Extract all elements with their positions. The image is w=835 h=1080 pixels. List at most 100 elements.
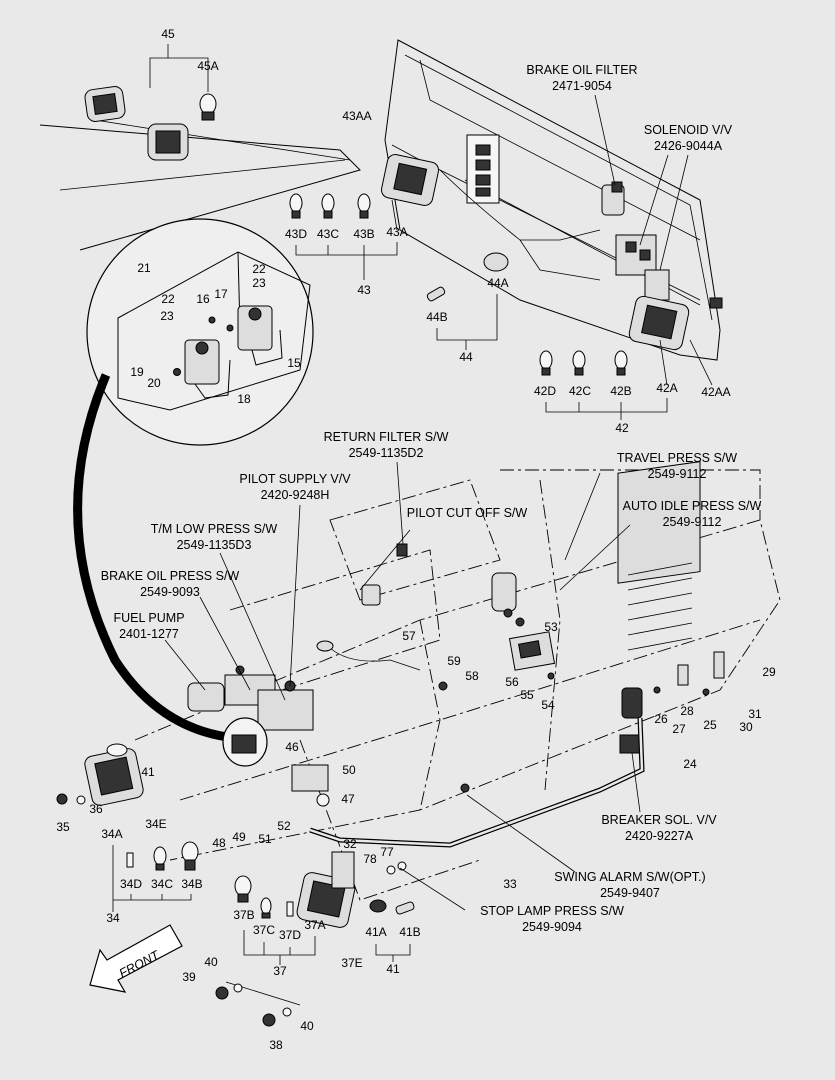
callout-53: 53 (544, 620, 558, 634)
label-pilot-cut-off-sw: PILOT CUT OFF S/W (407, 506, 528, 520)
leader-lines (164, 94, 689, 911)
callout-43a: 43A (386, 225, 407, 239)
label-tm-low-press-sw-line-0: T/M LOW PRESS S/W (151, 522, 278, 536)
label-swing-alarm-sw-line-0: SWING ALARM S/W(OPT.) (554, 870, 705, 884)
front-direction-arrow: FRONT (89, 924, 183, 993)
callout-33: 33 (503, 877, 517, 891)
label-solenoid-vv-line-1: 2426-9044A (654, 139, 723, 153)
callout-45a: 45A (197, 59, 218, 73)
label-tm-low-press-sw: T/M LOW PRESS S/W 2549-1135D3 (151, 522, 278, 552)
callout-32: 32 (343, 837, 357, 851)
label-solenoid-vv: SOLENOID V/V 2426-9044A (644, 123, 733, 153)
callout-42aa: 42AA (701, 385, 730, 399)
callout-42: 42 (615, 421, 629, 435)
callout-19: 19 (130, 365, 144, 379)
callout-34a: 34A (101, 827, 122, 841)
callout-44b: 44B (426, 310, 447, 324)
callout-41b: 41B (399, 925, 420, 939)
callout-43b: 43B (353, 227, 374, 241)
callout-27: 27 (672, 722, 686, 736)
label-auto-idle-press-sw-line-0: AUTO IDLE PRESS S/W (623, 499, 762, 513)
callout-24: 24 (683, 757, 697, 771)
callout-42d: 42D (534, 384, 556, 398)
work-lamp-assembly (39, 44, 361, 251)
callout-44: 44 (459, 350, 473, 364)
bulb-group-42 (539, 339, 713, 420)
label-swing-alarm-sw-line-1: 2549-9407 (600, 886, 660, 900)
callout-34b: 34B (181, 877, 202, 891)
callout-55: 55 (520, 688, 534, 702)
label-brake-oil-press-sw-line-0: BRAKE OIL PRESS S/W (101, 569, 240, 583)
callout-47: 47 (341, 792, 355, 806)
callout-30: 30 (739, 720, 753, 734)
label-tm-low-press-sw-line-1: 2549-1135D3 (177, 538, 252, 552)
callout-37e: 37E (341, 956, 362, 970)
callout-50: 50 (342, 763, 356, 777)
callout-46: 46 (285, 740, 299, 754)
callout-58: 58 (465, 669, 479, 683)
callout-56: 56 (505, 675, 519, 689)
callout-41: 41 (141, 765, 155, 779)
label-swing-alarm-sw: SWING ALARM S/W(OPT.) 2549-9407 (554, 870, 705, 900)
label-pilot-cut-off-sw-line-0: PILOT CUT OFF S/W (407, 506, 528, 520)
callout-36: 36 (89, 802, 103, 816)
lamp-group-34 (56, 743, 199, 912)
callout-54: 54 (541, 698, 555, 712)
callout-42a: 42A (656, 381, 677, 395)
callout-43d: 43D (285, 227, 307, 241)
callout-37c: 37C (253, 923, 275, 937)
callout-22: 22 (252, 262, 266, 276)
label-return-filter-sw-line-1: 2549-1135D2 (349, 446, 424, 460)
callout-78: 78 (363, 852, 377, 866)
callout-34e: 34E (145, 817, 166, 831)
label-fuel-pump-line-0: FUEL PUMP (113, 611, 184, 625)
label-pilot-supply-vv-line-0: PILOT SUPPLY V/V (239, 472, 351, 486)
label-pilot-supply-vv: PILOT SUPPLY V/V 2420-9248H (239, 472, 351, 502)
label-pilot-supply-vv-line-1: 2420-9248H (261, 488, 330, 502)
callout-41a: 41A (365, 925, 386, 939)
relay-detail-circle (86, 218, 314, 446)
callout-17: 17 (214, 287, 228, 301)
callout-44a: 44A (487, 276, 508, 290)
label-brake-oil-press-sw-line-1: 2549-9093 (140, 585, 200, 599)
label-travel-press-sw-line-0: TRAVEL PRESS S/W (617, 451, 737, 465)
callout-38: 38 (269, 1038, 283, 1052)
callout-37: 37 (273, 964, 287, 978)
label-brake-oil-press-sw: BRAKE OIL PRESS S/W 2549-9093 (101, 569, 240, 599)
callout-26: 26 (654, 712, 668, 726)
callout-48: 48 (212, 836, 226, 850)
callout-51: 51 (258, 832, 272, 846)
callout-15: 15 (287, 356, 301, 370)
callout-42c: 42C (569, 384, 591, 398)
lamp-group-37 (234, 851, 415, 965)
callout-41: 41 (386, 962, 400, 976)
label-travel-press-sw-line-1: 2549-9112 (648, 467, 707, 481)
callout-22: 22 (161, 292, 175, 306)
label-stop-lamp-press-sw-line-1: 2549-9094 (522, 920, 582, 934)
label-fuel-pump-line-1: 2401-1277 (119, 627, 179, 641)
callout-25: 25 (703, 718, 717, 732)
callout-43: 43 (357, 283, 371, 297)
callout-34d: 34D (120, 877, 142, 891)
callout-77: 77 (380, 845, 394, 859)
callout-20: 20 (147, 376, 161, 390)
callout-23: 23 (252, 276, 266, 290)
callout-49: 49 (232, 830, 246, 844)
callout-43c: 43C (317, 227, 339, 241)
label-brake-oil-filter-line-0: BRAKE OIL FILTER (526, 63, 637, 77)
callout-52: 52 (277, 819, 291, 833)
detail-callout-arc (73, 373, 236, 743)
callout-34c: 34C (151, 877, 173, 891)
label-solenoid-vv-line-0: SOLENOID V/V (644, 123, 733, 137)
callout-18: 18 (237, 392, 251, 406)
callout-43aa: 43AA (342, 109, 371, 123)
bolt-group-38-40 (215, 981, 301, 1027)
